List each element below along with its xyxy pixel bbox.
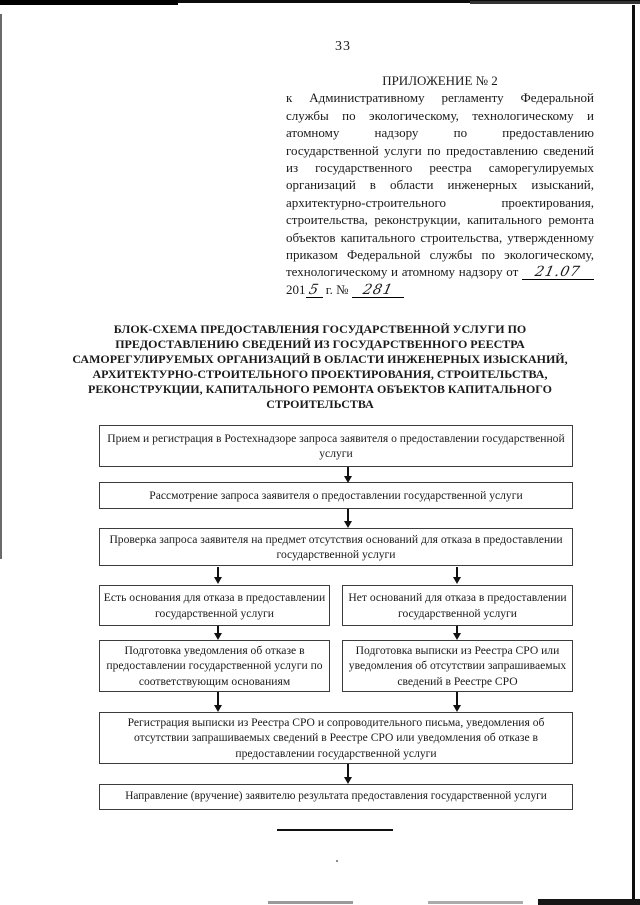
appendix-paragraph-text: к Административному регламенту Федеральн… bbox=[286, 90, 594, 280]
flow-box-grounds-exist: Есть основания для отказа в предоставлен… bbox=[99, 585, 330, 626]
scan-artifact-bottom-edge bbox=[428, 901, 523, 904]
scan-artifact-top-edge bbox=[470, 1, 640, 4]
page-number: 33 bbox=[335, 39, 351, 54]
appendix-heading: ПРИЛОЖЕНИЕ № 2 bbox=[382, 73, 498, 88]
date-blank-underline: 21.07 bbox=[522, 264, 595, 281]
flow-arrow-down bbox=[344, 764, 351, 784]
appendix-block: ПРИЛОЖЕНИЕ № 2 к Административному регла… bbox=[286, 72, 595, 298]
scan-artifact-right-edge bbox=[632, 5, 635, 905]
handwritten-date: 21.07 bbox=[533, 264, 583, 281]
flow-box-reception: Прием и регистрация в Ростехнадзоре запр… bbox=[99, 425, 573, 467]
flow-arrow-down bbox=[453, 626, 460, 640]
number-blank-underline: 281 bbox=[351, 281, 404, 298]
footnote-separator-line bbox=[277, 829, 393, 831]
scan-artifact-top-edge bbox=[0, 0, 640, 3]
flow-arrow-down bbox=[214, 692, 221, 712]
year-printed: 201 bbox=[286, 281, 306, 297]
scan-artifact-bottom-edge bbox=[268, 901, 353, 904]
year-number-label: г. № bbox=[325, 281, 349, 297]
year-blank-underline: 5 bbox=[305, 281, 323, 298]
handwritten-order-number: 281 bbox=[361, 281, 395, 298]
flow-arrow-down bbox=[453, 567, 460, 584]
flow-arrow-down bbox=[453, 692, 460, 712]
scan-artifact-top-edge bbox=[0, 0, 178, 5]
scan-artifact-bottom-edge bbox=[538, 899, 640, 905]
flow-box-prepare-refusal: Подготовка уведомления об отказе в предо… bbox=[99, 640, 330, 692]
flow-arrow-down bbox=[214, 567, 221, 584]
scan-artifact-left-edge bbox=[0, 14, 2, 559]
flow-box-prepare-extract: Подготовка выписки из Реестра СРО или ув… bbox=[342, 640, 573, 692]
flow-arrow-down bbox=[344, 467, 351, 483]
flow-box-check: Проверка запроса заявителя на предмет от… bbox=[99, 528, 573, 566]
flow-arrow-down bbox=[344, 509, 351, 528]
flow-arrow-down bbox=[214, 626, 221, 640]
flowchart-title: БЛОК-СХЕМА ПРЕДОСТАВЛЕНИЯ ГОСУДАРСТВЕННО… bbox=[72, 322, 568, 411]
appendix-paragraph: к Административному регламенту Федеральн… bbox=[286, 89, 595, 298]
flow-box-review: Рассмотрение запроса заявителя о предост… bbox=[99, 482, 573, 509]
flow-box-no-grounds: Нет оснований для отказа в предоставлени… bbox=[342, 585, 573, 626]
scan-artifact-speck bbox=[336, 860, 338, 862]
flow-box-registration: Регистрация выписки из Реестра СРО и соп… bbox=[99, 712, 573, 764]
flow-box-delivery: Направление (вручение) заявителю результ… bbox=[99, 784, 573, 810]
handwritten-year-digit: 5 bbox=[307, 281, 321, 298]
